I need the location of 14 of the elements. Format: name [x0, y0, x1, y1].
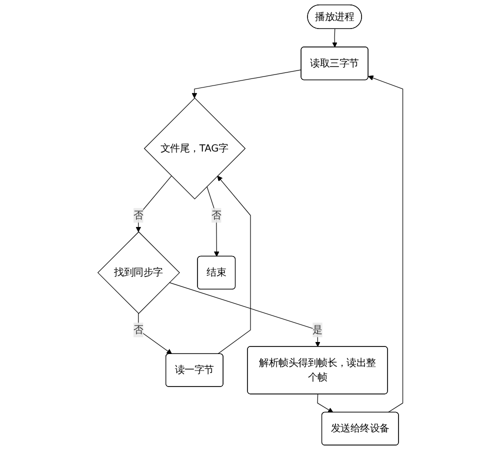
edge-label: 否 — [211, 209, 221, 221]
node-diamond: 文件尾，TAG字 — [144, 98, 246, 200]
edge-label: 是 — [312, 324, 322, 336]
arrow — [135, 176, 172, 232]
arrow — [168, 282, 320, 347]
arrow — [191, 70, 302, 98]
edge-label: 否 — [133, 209, 143, 221]
node-diamond: 找到同步字 — [97, 231, 180, 314]
arrow — [368, 75, 403, 413]
arrow — [316, 394, 333, 413]
arrow — [206, 186, 219, 257]
edge-label: 否 — [133, 324, 143, 336]
arrow — [216, 176, 250, 354]
arrow — [332, 28, 338, 48]
